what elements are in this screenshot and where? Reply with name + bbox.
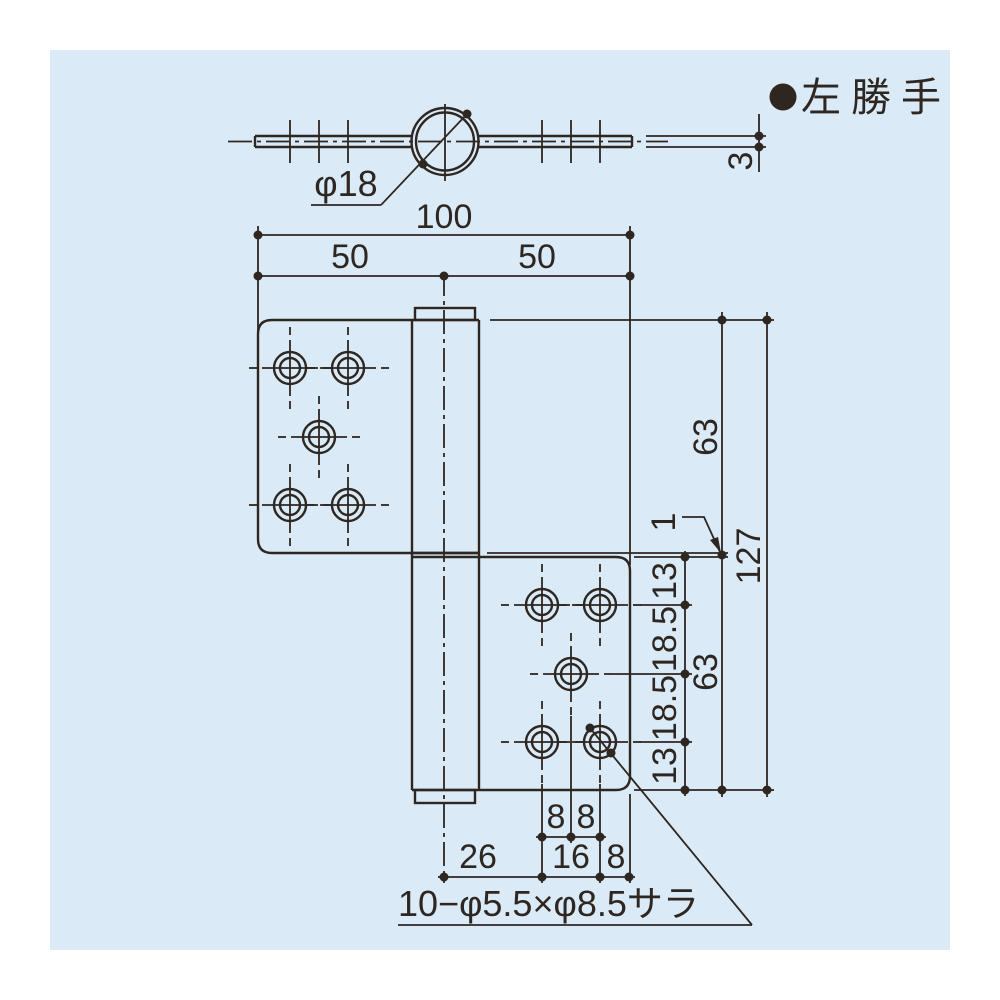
dimension-dot xyxy=(762,785,772,795)
dim-half-width-right: 50 xyxy=(518,238,556,276)
dim-total-width: 100 xyxy=(416,198,473,236)
dim-offset-13-bottom: 13 xyxy=(646,747,684,785)
dimension-dot xyxy=(418,159,428,169)
dimension-dot xyxy=(253,230,263,240)
dimension-dot xyxy=(680,785,690,795)
bullet-icon xyxy=(769,83,797,111)
dimension-dot xyxy=(537,832,547,842)
diameter-label: φ18 xyxy=(314,163,377,204)
dimension-dot xyxy=(680,737,690,747)
dimension-dot xyxy=(439,872,449,882)
dimension-dot xyxy=(754,142,764,152)
dimension-dot xyxy=(717,785,727,795)
dimension-dot xyxy=(762,315,772,325)
dimension-dot xyxy=(754,131,764,141)
dimension-dot xyxy=(680,669,690,679)
dim-8-right: 8 xyxy=(577,798,596,836)
dim-26: 26 xyxy=(459,838,497,876)
dimension-dot xyxy=(585,723,595,733)
barrel-top-cap xyxy=(413,306,477,322)
dim-8-edge: 8 xyxy=(607,838,626,876)
note-leader-line xyxy=(589,727,753,926)
top-view: φ18 3 xyxy=(228,104,766,206)
dimension-dot xyxy=(624,872,634,882)
hole-spec-text: 10−φ5.5×φ8.5サラ xyxy=(398,883,699,924)
dimension-dot xyxy=(680,552,690,562)
dimension-dot xyxy=(595,832,605,842)
dimension-dot xyxy=(625,230,635,240)
thickness-dim: 3 xyxy=(722,152,760,171)
dim-right-plate-height: 63 xyxy=(687,653,725,691)
dimension-dot xyxy=(717,550,727,560)
dim-8-left: 8 xyxy=(547,798,566,836)
dim-offset-18-5-b: 18.5 xyxy=(646,675,684,741)
dimension-dot xyxy=(462,109,472,119)
barrel-bottom-cap xyxy=(413,788,477,805)
handing-label: 左勝手 xyxy=(801,76,951,120)
dim-16: 16 xyxy=(552,838,590,876)
dimension-dot xyxy=(606,748,616,758)
generated-geometry xyxy=(249,109,772,882)
dimension-dot xyxy=(253,271,263,281)
dimension-dot xyxy=(439,271,449,281)
leader-line xyxy=(380,113,468,206)
dim-offset-18-5-a: 18.5 xyxy=(646,606,684,672)
dim-center-gap: 1 xyxy=(645,513,683,532)
dimension-dot xyxy=(625,271,635,281)
dimension-dot xyxy=(717,315,727,325)
handing-label-group: 左勝手 xyxy=(769,76,951,120)
hole-spec-note: 10−φ5.5×φ8.5サラ xyxy=(398,727,753,926)
dimension-dot xyxy=(566,832,576,842)
dim-left-plate-height: 63 xyxy=(687,418,725,456)
dimensions: 100 50 50 63 63 127 13 18.5 18.5 13 1 xyxy=(257,198,774,883)
dim-half-width-left: 50 xyxy=(331,238,369,276)
dimension-dot xyxy=(680,600,690,610)
blue-panel xyxy=(50,50,950,950)
left-plate-outline xyxy=(256,318,479,555)
gap-leader-arrowhead xyxy=(710,537,721,553)
dimension-dot xyxy=(595,872,605,882)
dimension-dot xyxy=(537,872,547,882)
dim-total-height: 127 xyxy=(730,528,768,585)
dim-offset-13-top: 13 xyxy=(646,562,684,600)
